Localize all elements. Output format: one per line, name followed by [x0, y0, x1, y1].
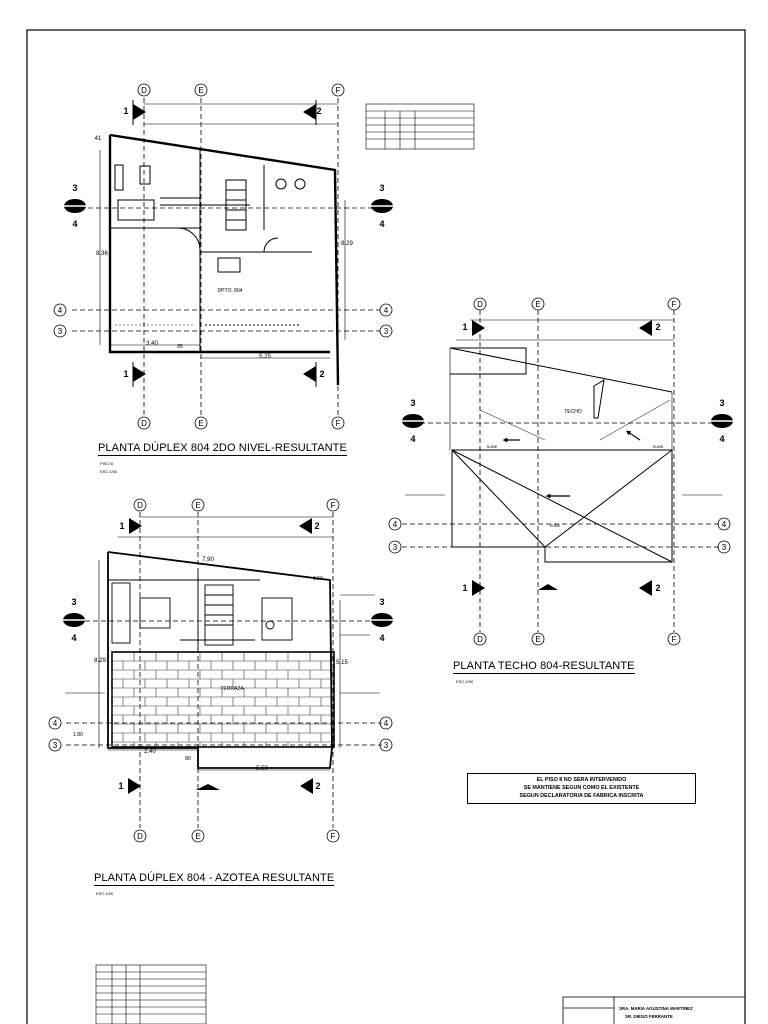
section-label: 4 [72, 219, 77, 229]
axis-label: E [198, 86, 203, 95]
section-label: 3 [379, 183, 384, 193]
section-label: 2 [315, 781, 320, 791]
plan-scale: ESC.1/50 [96, 891, 114, 896]
note-line: EL PISO 8 NO SERA INTERVENIDO [536, 777, 627, 783]
section-label: 2 [319, 369, 324, 379]
dimension-label: 5.15 [336, 660, 348, 666]
title-block [562, 996, 746, 1024]
axis-label: 4 [384, 306, 389, 315]
section-label: 1 [123, 369, 128, 379]
plan1-axis-labels: D E F D E F 4 3 4 3 1 2 1 2 3 4 3 4 3.40… [58, 86, 389, 428]
section-label: 4 [719, 434, 724, 444]
plan-scale: ESC.1/50 [456, 679, 474, 684]
plan-title-techo: PLANTA TECHO 804-RESULTANTE [453, 660, 635, 674]
note-box: EL PISO 8 NO SERA INTERVENIDO SE MANTIEN… [467, 773, 696, 804]
plan-duplex-azotea [48, 498, 393, 843]
axis-label: 4 [53, 719, 58, 728]
note-line: SEGUN DECLARATORIA DE FABRICA INSCRITA [519, 793, 644, 800]
owner-name-1: SRA. MARIA AGUSTINA MARTINEZ [619, 1006, 693, 1011]
axis-label: 4 [58, 306, 63, 315]
plan-title-duplex-2do: PLANTA DÚPLEX 804 2DO NIVEL-RESULTANTE [98, 442, 347, 456]
plan2-axis-labels: D E F D E F 4 3 4 3 1 2 1 2 3 4 3 4 7.90… [53, 501, 389, 841]
section-label: 1 [462, 583, 467, 593]
slope-label: SUBE [653, 444, 664, 449]
terrace-hatch [111, 651, 335, 748]
dimension-label: 8.29 [94, 658, 106, 664]
dimension-label: 85 [177, 344, 183, 350]
axis-label: 3 [384, 327, 389, 336]
plan-techo [388, 297, 733, 646]
axis-label: D [137, 501, 143, 510]
axis-label: 3 [58, 327, 63, 336]
roof-label: TECHO [564, 409, 582, 415]
section-label: 4 [379, 633, 384, 643]
axis-label: 3 [53, 741, 58, 750]
axis-label: 4 [722, 520, 727, 529]
dimension-label: 80 [185, 756, 191, 762]
axis-label: 3 [722, 543, 727, 552]
plan-subtitle: PISO 8 [100, 461, 113, 466]
axis-label: F [331, 832, 336, 841]
slope-label: SUBE [550, 523, 561, 528]
axis-label: D [477, 635, 483, 644]
dimension-label: 2.40 [144, 749, 156, 755]
axis-label: D [141, 419, 147, 428]
dimension-label: 5.50 [256, 766, 268, 772]
owner-name-2: SR. DIEGO FERRANTE [625, 1014, 673, 1019]
axis-label: F [331, 501, 336, 510]
legend-table-bottom [95, 964, 207, 1024]
section-label: 2 [316, 106, 321, 116]
axis-label: E [535, 300, 540, 309]
axis-label: F [672, 635, 677, 644]
axis-label: F [672, 300, 677, 309]
section-label: 1 [118, 781, 123, 791]
section-label: 4 [410, 434, 415, 444]
section-label: 2 [655, 322, 660, 332]
section-label: 1 [119, 521, 124, 531]
dimension-label: 8.29 [341, 241, 353, 247]
plan-title-duplex-azotea: PLANTA DÚPLEX 804 - AZOTEA RESULTANTE [94, 872, 335, 886]
axis-label: F [336, 419, 341, 428]
axis-label: D [137, 832, 143, 841]
plan3-axis-labels: D E F D E F 4 3 4 3 1 2 1 2 3 4 3 4 TECH… [393, 300, 727, 644]
area-label: TERRAZA [220, 686, 244, 692]
axis-label: E [195, 832, 200, 841]
axis-label: 3 [384, 741, 389, 750]
axis-label: D [477, 300, 483, 309]
dimension-label: 5.25 [259, 354, 271, 360]
dimension-label: 1.80 [73, 732, 83, 738]
section-label: 1 [462, 322, 467, 332]
plan-scale: ESC.1/50 [100, 469, 118, 474]
dimension-label: 1.50 [313, 576, 323, 582]
section-label: 3 [379, 597, 384, 607]
section-label: 4 [71, 633, 76, 643]
axis-label: 4 [393, 520, 398, 529]
legend-table-top [365, 103, 475, 150]
sheet-border [26, 29, 746, 1024]
unit-label: DPTO. 804 [218, 288, 243, 294]
section-label: 3 [410, 398, 415, 408]
section-label: 3 [72, 183, 77, 193]
dimension-label: 41 [95, 136, 102, 142]
dimension-label: 8.36 [96, 251, 108, 257]
axis-label: E [195, 501, 200, 510]
section-label: 3 [719, 398, 724, 408]
section-label: 3 [71, 597, 76, 607]
plan-duplex-2do-nivel [53, 83, 393, 430]
section-label: 4 [379, 219, 384, 229]
axis-label: 3 [393, 543, 398, 552]
axis-label: F [336, 86, 341, 95]
dimension-label: 7.90 [202, 557, 214, 563]
dimension-label: 3.40 [146, 341, 158, 347]
axis-label: E [535, 635, 540, 644]
slope-label: SUBE [487, 444, 498, 449]
section-label: 2 [655, 583, 660, 593]
axis-label: 4 [384, 719, 389, 728]
axis-label: E [198, 419, 203, 428]
section-label: 1 [123, 106, 128, 116]
section-label: 2 [314, 521, 319, 531]
note-line: SE MANTIENE SEGUN COMO EL EXISTENTE [523, 785, 640, 792]
axis-label: D [141, 86, 147, 95]
